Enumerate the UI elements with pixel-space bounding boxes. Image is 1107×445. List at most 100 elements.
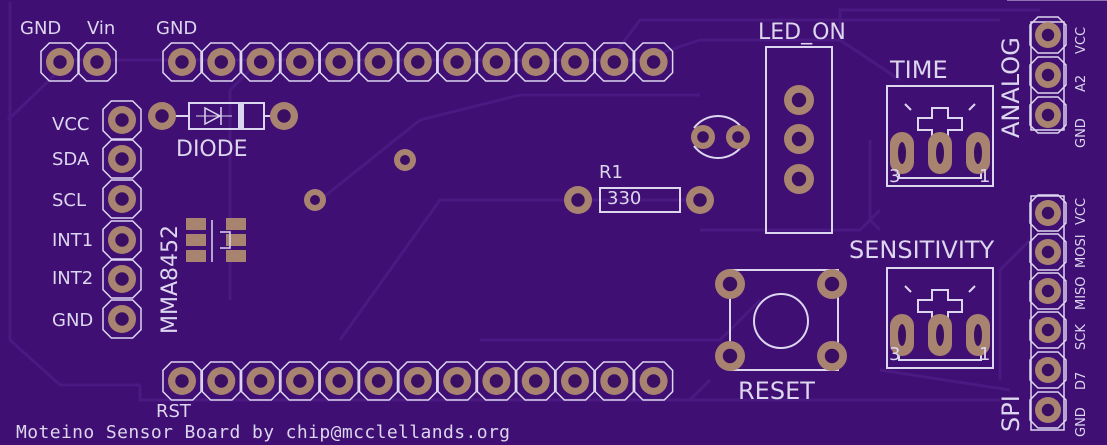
bottom-header-pin-5-hole (371, 374, 386, 388)
trace-9 (868, 140, 882, 232)
top-header-pin-9-hole (528, 55, 543, 69)
bottom-header-outline-2 (240, 361, 281, 401)
bottom-header-pin-8-hole (489, 374, 504, 388)
time-pot-pin-hole-0 (898, 142, 906, 164)
board-title: Moteino Sensor Board by chip@mcclellands… (16, 422, 511, 443)
trace-5 (338, 198, 690, 341)
spi-header-pin-outline-5 (1029, 391, 1067, 429)
reset-pad-2-hole (722, 348, 738, 364)
i2c-header-pin-4-hole (115, 272, 129, 286)
i2c-header-pin-1-hole (115, 152, 129, 166)
spi-pin-label-mosi: MOSI (1074, 234, 1089, 268)
top-header-pin-12-hole (646, 55, 661, 69)
trace-1 (138, 385, 1000, 402)
top-header-outline-2 (240, 42, 281, 82)
bottom-header-pin-6-hole (411, 374, 425, 388)
analog-header-outline (1030, 21, 1065, 131)
spi-header-pin-outline-4 (1029, 351, 1067, 389)
bottom-header-pin-10-hole (568, 374, 582, 388)
bottom-header-outline-6 (398, 361, 438, 401)
reset-button-cap (753, 293, 809, 349)
analog-pin-label-gnd: GND (1074, 118, 1089, 148)
time-pot-tick-r (968, 103, 976, 111)
led-on-header-pin-0-hole (791, 92, 807, 108)
power-pin-0-hole (53, 55, 67, 69)
top-header-outline-0 (162, 42, 202, 82)
i2c-header-pin-0-hole (115, 113, 129, 127)
bottom-header-pin-0-hole (175, 374, 189, 388)
led-outline-top (693, 115, 743, 129)
resistor-pad-1-hole (571, 193, 585, 207)
bottom-header-outline-4 (319, 361, 359, 401)
led-pad-a-hole (697, 131, 709, 143)
bottom-header-outline-1 (201, 361, 242, 401)
mma-pad-r-0 (226, 218, 246, 230)
top-header-pin-8-hole (489, 55, 504, 69)
top-header-outline-6 (398, 42, 438, 82)
analog-header-label: ANALOG (997, 37, 1025, 138)
sensitivity-pot-pin3-label: 3 (889, 344, 901, 365)
spi-header-pin-outline-2 (1029, 272, 1067, 310)
trace-12 (688, 378, 712, 402)
top-header-pin-1-hole (214, 55, 229, 69)
reset-pad-3-hole (824, 348, 840, 364)
spi-header-pin-0-hole (1041, 206, 1055, 220)
spi-header-pin-4-hole (1041, 363, 1055, 377)
analog-pin-label-a2: A2 (1074, 74, 1089, 92)
bottom-header-outline-3 (280, 361, 320, 401)
spi-pin-label-d7: D7 (1074, 371, 1089, 390)
spi-header-pin-outline-1 (1029, 233, 1067, 271)
bottom-header-outline-5 (358, 361, 399, 401)
time-pot-base (898, 170, 982, 179)
sensitivity-pot-outline (886, 267, 994, 369)
resistor-value-label: 330 (607, 188, 642, 209)
led-on-header-pin-1-hole (791, 131, 807, 147)
led-on-header-outline (765, 46, 833, 234)
analog-header-pin-outline-2 (1029, 96, 1067, 134)
reset-button-label: RESET (738, 377, 815, 405)
top-header-pin-5-hole (371, 55, 386, 69)
bottom-header-outline-8 (476, 361, 517, 401)
spi-header-pin-1-hole (1041, 245, 1055, 259)
mma-outline (211, 220, 231, 262)
top-header-pin-10-hole (568, 55, 582, 69)
i2c-pin-label-gnd: GND (52, 310, 94, 331)
resistor-pad-2-hole (693, 193, 707, 207)
trace-4 (319, 93, 700, 202)
top-header-outline-1 (201, 42, 242, 82)
analog-header-pin-0-hole (1041, 28, 1055, 42)
time-pot-pin1-label: 1 (979, 166, 991, 187)
trace-8 (838, 8, 1040, 40)
mma-pad-l-2 (186, 250, 206, 262)
bottom-header-outline-10 (555, 361, 595, 401)
reset-pad-1-hole (824, 276, 840, 292)
bottom-header-outline-11 (594, 361, 635, 401)
analog-pin-label-vcc: VCC (1074, 26, 1089, 54)
top-header-pin-2-hole (253, 55, 268, 69)
resistor-name-label: R1 (599, 162, 623, 183)
top-header-outline-8 (476, 42, 517, 82)
spi-header-pin-2-hole (1041, 284, 1055, 298)
i2c-header-outline-2 (102, 179, 142, 219)
i2c-header-pin-5-hole (115, 312, 129, 326)
reset-button-outline (729, 269, 839, 371)
sensitivity-pot-base (898, 352, 982, 361)
analog-header-pin-1-hole (1041, 68, 1055, 82)
top-header-outline-12 (633, 42, 674, 82)
trace-6 (700, 208, 882, 232)
top-header-pin-0-hole (175, 55, 189, 69)
via-2-hole (310, 195, 320, 205)
i2c-header-outline-5 (102, 299, 142, 339)
top-header-outline-11 (594, 42, 635, 82)
reset-pad-0-hole (722, 276, 738, 292)
top-header-pin-11-hole (607, 55, 622, 69)
sensitivity-pot-pin-hole-0 (898, 324, 906, 346)
top-header-pin-3-hole (293, 55, 307, 69)
led-outline-bottom (693, 145, 743, 159)
sensitivity-pot-tick-l (904, 285, 912, 293)
bottom-header-rst-label: RST (156, 401, 191, 422)
spi-header-pin-outline-0 (1029, 194, 1067, 232)
power-vin-label: Vin (87, 18, 116, 39)
accelerometer-label: MMA8452 (158, 224, 183, 334)
spi-header-outline (1030, 195, 1065, 431)
